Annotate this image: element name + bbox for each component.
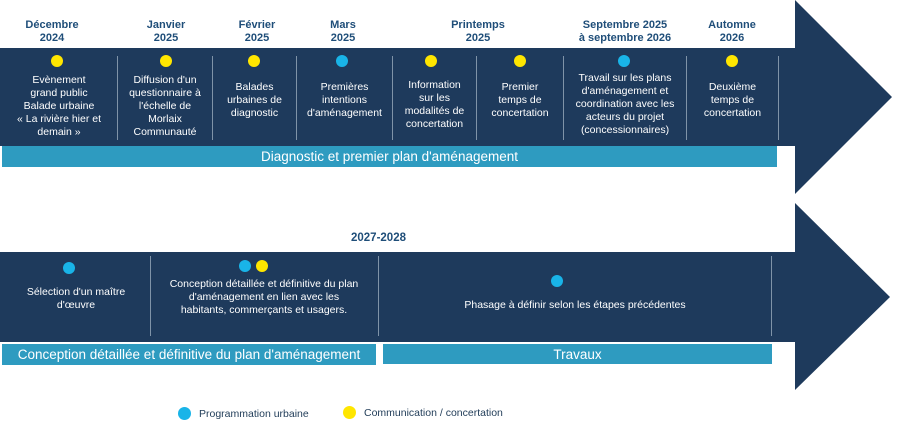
separator xyxy=(378,256,379,336)
step-information-concertation: Information sur les modalités de concert… xyxy=(404,79,465,130)
legend-communication-label: Communication / concertation xyxy=(364,406,503,419)
programmation-dot xyxy=(336,55,348,67)
blue-dot-icon xyxy=(178,407,191,420)
yellow-dot-icon xyxy=(343,406,356,419)
legend-programmation-label: Programmation urbaine xyxy=(199,407,309,420)
date-2027-2028: 2027-2028 xyxy=(351,232,406,244)
step-questionnaire: Diffusion d'un questionnaire à l'échelle… xyxy=(129,73,201,138)
separator xyxy=(392,56,393,140)
phase-band-conception: Conception détaillée et définitive du pl… xyxy=(2,344,376,365)
arrow-shape-bottom xyxy=(0,203,890,390)
step-deuxieme-temps: Deuxième temps de concertation xyxy=(703,80,762,119)
timeline-arrow-top xyxy=(0,0,900,200)
separator xyxy=(476,56,477,140)
step-conception-detaillee: Conception détaillée et définitive du pl… xyxy=(169,277,359,316)
legend-programmation: Programmation urbaine xyxy=(178,407,309,420)
programmation-dot xyxy=(239,260,251,272)
step-premieres-intentions: Premières intentions d'aménagement xyxy=(307,80,382,119)
communication-dot xyxy=(514,55,526,67)
communication-dot xyxy=(256,260,268,272)
arrow-shape-top xyxy=(0,0,892,194)
programmation-dot xyxy=(551,275,563,287)
separator xyxy=(150,256,151,336)
step-travail-plans: Travail sur les plans d'aménagement et c… xyxy=(575,71,675,136)
separator xyxy=(563,56,564,140)
legend-communication: Communication / concertation xyxy=(343,406,503,419)
communication-dot xyxy=(425,55,437,67)
separator xyxy=(212,56,213,140)
date-march-2025: Mars 2025 xyxy=(330,19,356,44)
programmation-dot xyxy=(618,55,630,67)
phase-band-travaux: Travaux xyxy=(383,344,772,364)
step-balade-urbaine: Evènement grand public Balade urbaine « … xyxy=(16,73,102,138)
date-spring-2025: Printemps 2025 xyxy=(451,19,505,44)
step-premier-temps: Premier temps de concertation xyxy=(491,80,549,119)
step-selection-maitre-oeuvre: Sélection d'un maître d'œuvre xyxy=(26,286,126,311)
separator xyxy=(296,56,297,140)
programmation-dot xyxy=(63,262,75,274)
communication-dot xyxy=(726,55,738,67)
separator xyxy=(778,56,779,140)
step-phasage: Phasage à définir selon les étapes précé… xyxy=(464,298,686,311)
date-december-2024: Décembre 2024 xyxy=(25,19,79,44)
date-february-2025: Février 2025 xyxy=(238,19,276,44)
communication-dot xyxy=(51,55,63,67)
separator xyxy=(117,56,118,140)
step-balades-diagnostic: Balades urbaines de diagnostic xyxy=(227,80,282,119)
separator xyxy=(771,256,772,336)
date-autumn-2026: Automne 2026 xyxy=(708,19,756,44)
date-sept-2025-sept-2026: Septembre 2025 à septembre 2026 xyxy=(578,19,672,44)
communication-dot xyxy=(160,55,172,67)
phase-band-diagnostic: Diagnostic et premier plan d'aménagement xyxy=(2,146,777,167)
separator xyxy=(686,56,687,140)
communication-dot xyxy=(248,55,260,67)
date-january-2025: Janvier 2025 xyxy=(146,19,186,44)
timeline-arrow-bottom xyxy=(0,200,900,395)
